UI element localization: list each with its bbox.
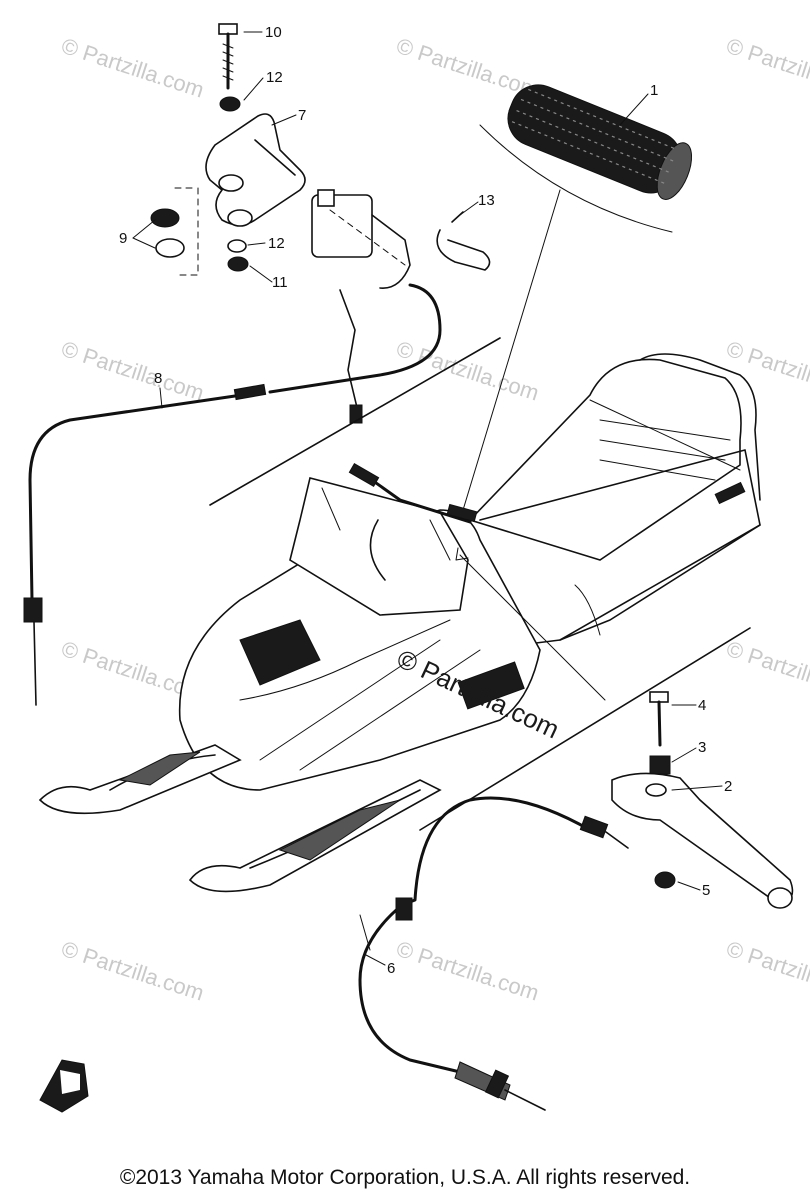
callout-8: 8: [154, 370, 162, 387]
callout-6: 6: [387, 960, 395, 977]
watermark: © Partzilla.com: [723, 936, 810, 1006]
callout-12: 12: [268, 235, 285, 252]
callout-4: 4: [698, 697, 706, 714]
callout-3: 3: [698, 739, 706, 756]
watermark: © Partzilla.com: [723, 636, 810, 706]
callout-11: 11: [272, 274, 288, 291]
watermark: © Partzilla.com: [393, 936, 542, 1006]
front-direction-logo: [39, 1059, 89, 1113]
part-5-nut: [654, 871, 676, 889]
callout-10: 10: [265, 24, 282, 41]
part-8-throttle-cable: [23, 283, 442, 706]
part-11-nut: [227, 256, 249, 272]
callout-5: 5: [702, 882, 710, 899]
part-7-bracket: [205, 113, 306, 227]
watermark: © Partzilla.com: [393, 336, 542, 406]
part-13-clip: [436, 211, 491, 271]
part-1-grip: [455, 84, 693, 523]
part-12-washer-top: [219, 96, 241, 112]
snowmobile: [38, 353, 761, 893]
copyright-notice: ©2013 Yamaha Motor Corporation, U.S.A. A…: [119, 1166, 691, 1189]
callout-13: 13: [478, 192, 495, 209]
part-9-rubber-mounts: [150, 187, 201, 276]
watermark: © Partzilla.com: [58, 336, 207, 406]
part-10-bolt: [218, 23, 238, 90]
watermark: © Partzilla.com: [58, 33, 207, 103]
watermark: © Partzilla.com: [58, 936, 207, 1006]
callout-7: 7: [298, 107, 306, 124]
callout-1: 1: [650, 82, 658, 99]
part-6-brake-cable: [358, 796, 629, 1111]
throttle-housing: [311, 189, 411, 424]
part-2-brake-lever: [611, 772, 794, 909]
callout-9: 9: [119, 230, 127, 247]
callout-12: 12: [266, 69, 283, 86]
callout-labels: 10 12 7 9 12 11 13 1 8 4 3 2 5 6: [119, 24, 732, 977]
section-dividers: [209, 337, 751, 831]
part-3-collar: [649, 755, 671, 775]
part-12-washer-bottom: [227, 239, 247, 253]
part-4-bolt: [649, 691, 669, 747]
callout-leaders: [132, 31, 723, 966]
callout-2: 2: [724, 778, 732, 795]
watermark: © Partzilla.com: [723, 33, 810, 103]
